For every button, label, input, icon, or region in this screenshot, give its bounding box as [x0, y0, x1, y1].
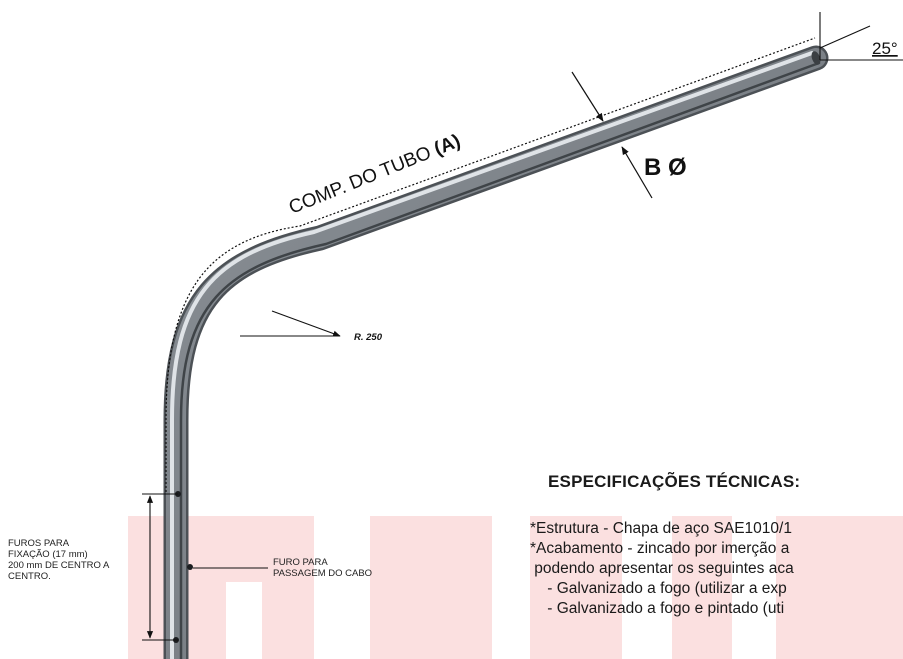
- radius-label: R. 250: [354, 332, 383, 343]
- bent-tube: [163, 45, 829, 659]
- radius-dimension: [240, 310, 341, 337]
- spec-line-finish-options: podendo apresentar os seguintes aca: [530, 560, 794, 577]
- spec-line-structure: *Estrutura - Chapa de aço SAE1010/1: [530, 520, 792, 537]
- specifications-title: ESPECIFICAÇÕES TÉCNICAS:: [548, 472, 801, 491]
- spec-line-galvanized-painted: - Galvanizado a fogo e pintado (uti: [530, 600, 785, 617]
- angle-dimension: [819, 12, 903, 61]
- spec-line-galvanized: - Galvanizado a fogo (utilizar a exp: [530, 580, 787, 597]
- fixing-holes-note: FUROS PARA FIXAÇÃO (17 mm) 200 mm DE CEN…: [8, 538, 110, 582]
- cable-hole: [187, 564, 193, 570]
- angle-label: 25°: [872, 39, 898, 58]
- specifications-list: *Estrutura - Chapa de aço SAE1010/1 *Aca…: [530, 519, 903, 619]
- watermark: [128, 516, 903, 659]
- tube-end: [811, 51, 821, 65]
- tube-length-line: [165, 37, 816, 492]
- cable-hole-note: FURO PARA PASSAGEM DO CABO: [273, 557, 373, 579]
- hole-spacing-dimension: [142, 493, 178, 641]
- spec-line-finish: *Acabamento - zincado por imerção a: [530, 540, 790, 557]
- diameter-label: B Ø: [644, 154, 687, 181]
- diameter-dimension: [571, 71, 653, 199]
